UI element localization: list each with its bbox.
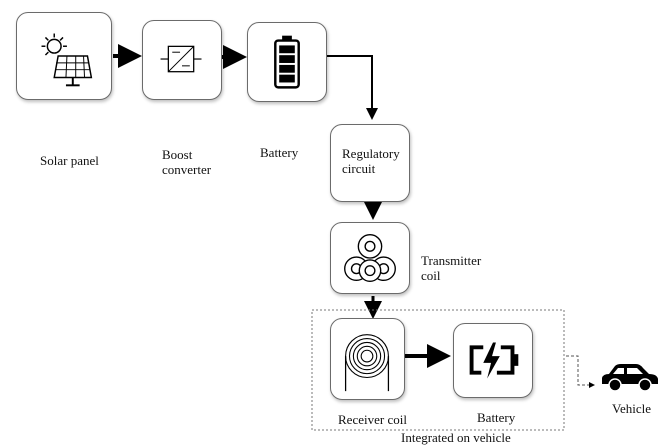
solar-panel-icon <box>41 33 93 87</box>
car-icon <box>602 364 658 392</box>
transmitter-coil-label: Transmitter coil <box>421 253 482 283</box>
vehicle-battery-label: Battery <box>477 410 516 425</box>
arrow-battery-to-vehicle <box>566 355 595 388</box>
boost-converter-block <box>142 20 222 100</box>
battery-charging-icon <box>469 342 519 379</box>
solar-panel-block <box>16 12 112 100</box>
transmitter-coil-block <box>330 222 410 294</box>
battery-block <box>247 22 327 102</box>
battery-label: Battery <box>260 145 299 160</box>
arrow-battery-to-regulatory <box>327 55 378 120</box>
integrated-on-vehicle-label: Integrated on vehicle <box>401 430 511 445</box>
receiver-coil-label: Receiver coil <box>338 412 407 427</box>
vehicle-integration-boundary <box>311 309 565 431</box>
dc-dc-converter-icon <box>160 45 202 73</box>
boost-converter-label: Boost converter <box>162 147 212 177</box>
vehicle-label: Vehicle <box>612 401 651 416</box>
coil-rolls-icon <box>344 233 396 283</box>
solar-panel-label: Solar panel <box>40 153 99 168</box>
vehicle-battery-block <box>453 323 533 398</box>
regulatory-circuit-block <box>330 124 410 202</box>
receiver-coil-block <box>330 318 405 400</box>
spiral-coil-icon <box>344 334 390 392</box>
regulatory-circuit-label: Regulatory circuit <box>342 146 400 176</box>
battery-full-icon <box>274 35 300 89</box>
